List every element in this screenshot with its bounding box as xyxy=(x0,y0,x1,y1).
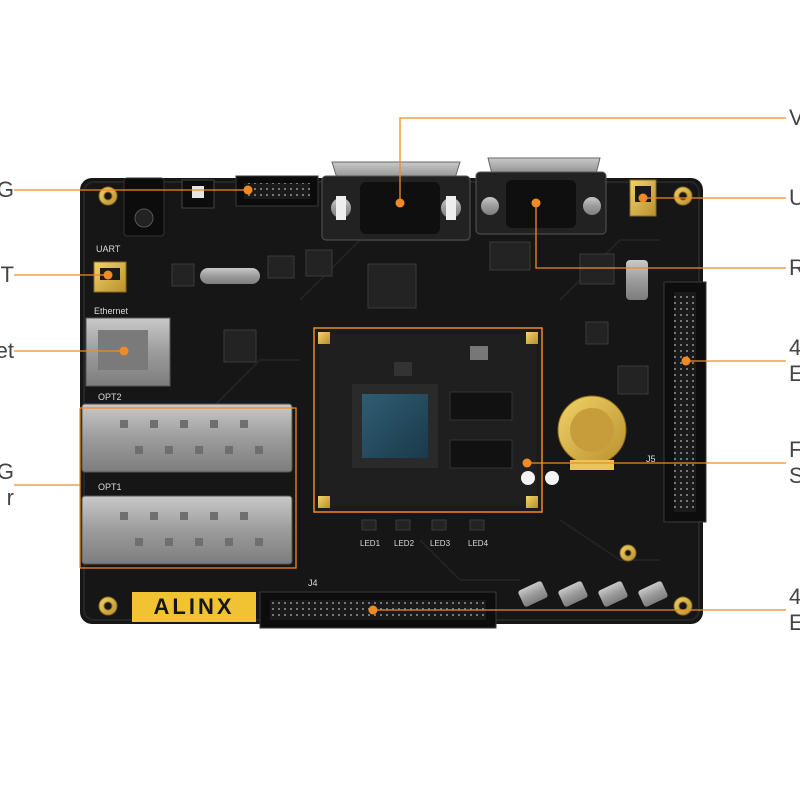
callout-label-uart: T xyxy=(0,262,14,287)
opt2-silkscreen: OPT2 xyxy=(98,392,122,402)
small-components xyxy=(171,241,649,531)
alinx-logo-text: ALINX xyxy=(154,594,235,619)
callout-label-expansion-right: 4 E xyxy=(789,335,800,386)
power-jack xyxy=(123,177,165,237)
callout-dot-expansion-right xyxy=(681,356,691,366)
callout-dot-jtag xyxy=(243,185,253,195)
callout-label-usb: U xyxy=(789,185,800,210)
callout-lines xyxy=(14,117,786,611)
alinx-logo: ALINX xyxy=(132,592,256,622)
mounting-holes xyxy=(98,186,693,616)
coin-battery xyxy=(557,395,627,470)
callout-label-expansion-bottom: 4 E xyxy=(789,584,800,635)
j5-silkscreen: J5 xyxy=(646,454,656,464)
callout-dot-usb xyxy=(638,193,648,203)
opt1-silkscreen: OPT1 xyxy=(98,482,122,492)
uart-silkscreen: UART xyxy=(96,244,121,254)
callout-line-sfp xyxy=(14,408,81,568)
sfp-cage-opt2: OPT2 xyxy=(81,392,293,473)
ethernet-connector: Ethernet xyxy=(85,306,171,387)
callout-dot-uart xyxy=(103,270,113,280)
ddr-chip-1 xyxy=(449,391,513,421)
led-labels: LED1 LED2 LED3 LED4 xyxy=(360,539,489,548)
sfp-cage-opt1: OPT1 xyxy=(81,482,293,565)
callout-bracket-sfp xyxy=(80,407,297,569)
rs232-connector xyxy=(475,157,607,235)
fpga-chip xyxy=(362,394,428,458)
ethernet-silkscreen: Ethernet xyxy=(94,306,129,316)
callout-dot-expansion-bottom xyxy=(368,605,378,615)
led2-label: LED2 xyxy=(394,539,415,548)
callout-label-rs232: R xyxy=(789,255,800,280)
callout-label-jtag: G xyxy=(0,177,14,202)
j4-silkscreen: J4 xyxy=(308,578,318,588)
crystal xyxy=(200,268,260,284)
callout-dot-core-board xyxy=(522,458,532,468)
callout-dot-rs232 xyxy=(531,198,541,208)
callout-label-ethernet: et xyxy=(0,338,14,363)
ddr-chip-2 xyxy=(449,439,513,469)
callout-label-vga: V xyxy=(789,105,800,130)
callout-dot-ethernet xyxy=(119,346,129,356)
push-buttons xyxy=(518,581,668,607)
vga-connector xyxy=(321,161,471,241)
led4-label: LED4 xyxy=(468,539,489,548)
callout-line-vga xyxy=(399,117,786,203)
callout-line-rs232 xyxy=(535,203,786,269)
core-board xyxy=(313,327,559,513)
power-switch xyxy=(181,179,215,209)
callout-label-sfp: G r xyxy=(0,459,14,510)
callout-label-core-board: F S xyxy=(789,437,800,488)
expansion-header-j5: J5 xyxy=(646,281,707,523)
crystal-2 xyxy=(626,260,648,300)
led1-label: LED1 xyxy=(360,539,381,548)
callout-dot-vga xyxy=(395,198,405,208)
callout-dots xyxy=(103,185,691,615)
led3-label: LED3 xyxy=(430,539,451,548)
